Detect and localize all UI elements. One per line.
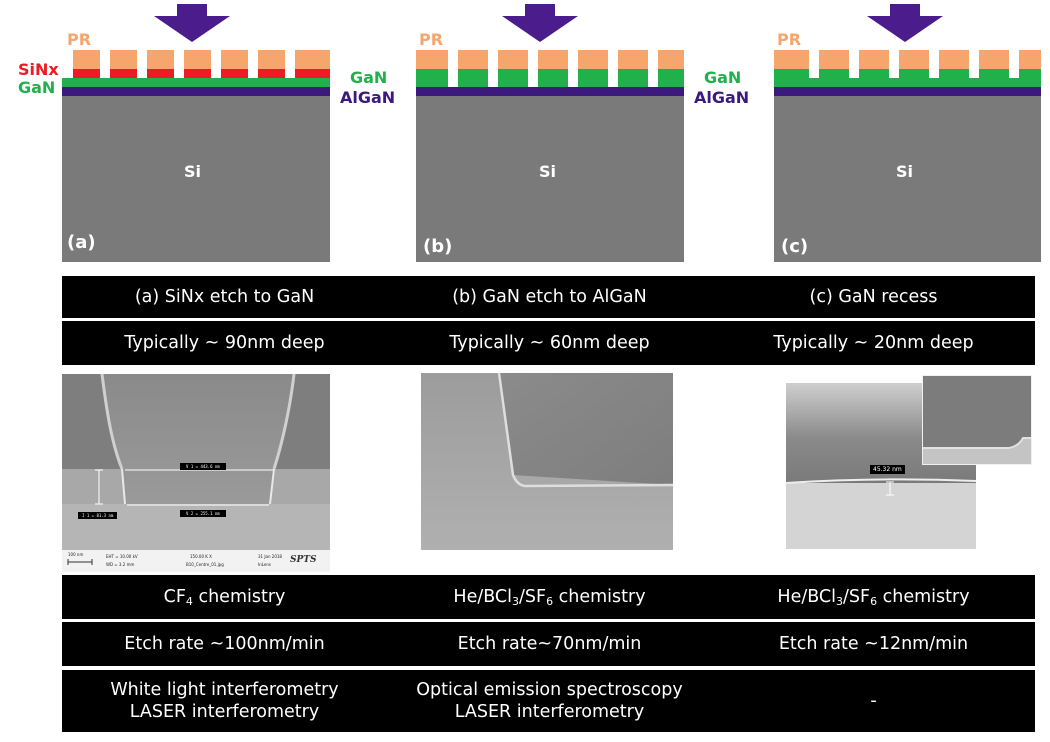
panel-letter-a: (a) — [67, 232, 96, 253]
sem-a-v2-label: V 2 = 255.1 nm — [180, 510, 226, 517]
gan-layer — [62, 78, 330, 87]
sem-a-detector: InLens — [258, 562, 271, 567]
gan-label: GaN — [18, 78, 56, 97]
algan-label: AlGaN — [694, 88, 750, 107]
pr-label: PR — [67, 30, 92, 49]
diagram-b-drawing — [416, 4, 684, 262]
sem-a-wd: WD = 3.2 mm — [106, 562, 135, 567]
algan-label: AlGaN — [340, 88, 396, 107]
sem-b-photo — [421, 373, 673, 550]
depth-b: Typically ~ 60nm deep — [449, 333, 650, 353]
down-arrow-icon — [502, 4, 578, 42]
gan-label: GaN — [704, 68, 742, 87]
depth-a: Typically ~ 90nm deep — [124, 333, 325, 353]
pr-label: PR — [777, 30, 802, 49]
down-arrow-icon — [154, 4, 230, 42]
panel-letter-b: (b) — [423, 236, 453, 257]
sem-a-scale: 100 nm — [68, 552, 84, 557]
chemistry-b: He/BCl3/SF6 chemistry — [387, 575, 712, 619]
depth-c: Typically ~ 20nm deep — [773, 333, 974, 353]
si-label: Si — [539, 162, 557, 181]
chemistry-a: CF4 chemistry — [62, 575, 387, 619]
sem-c-inset — [922, 375, 1032, 465]
sem-a-i1-label: I 1 = 81.3 nm — [78, 512, 118, 519]
pr-label: PR — [419, 30, 444, 49]
endpoint-a-line2: LASER interferometry — [129, 702, 320, 722]
spts-logo: SPTS — [290, 555, 317, 565]
diagram-a-drawing — [62, 4, 330, 262]
sem-image-c: 45.32 nm — [786, 383, 976, 549]
si-substrate — [62, 96, 330, 262]
endpoint-c: - — [870, 691, 877, 711]
si-substrate — [416, 96, 684, 262]
algan-layer — [416, 87, 684, 96]
chemistry-a-text: CF4 chemistry — [163, 587, 286, 608]
sem-image-a: V 1 = 443.6 nm V 2 = 255.1 nm I 1 = 81.3… — [62, 374, 330, 572]
etch-rate-row: Etch rate ~100nm/min Etch rate~70nm/min … — [62, 622, 1035, 666]
algan-layer — [62, 87, 330, 96]
sem-a-mag: 150.00 K X — [190, 554, 212, 559]
chemistry-c-text: He/BCl3/SF6 chemistry — [777, 587, 970, 608]
chemistry-row: CF4 chemistry He/BCl3/SF6 chemistry He/B… — [62, 575, 1035, 619]
depth-row: Typically ~ 90nm deep Typically ~ 60nm d… — [62, 321, 1035, 365]
endpoint-b-line1: Optical emission spectroscopy — [416, 680, 683, 700]
title-a: (a) SiNx etch to GaN — [134, 287, 315, 307]
title-b: (b) GaN etch to AlGaN — [452, 287, 647, 307]
gan-label: GaN — [350, 68, 388, 87]
down-arrow-icon — [867, 4, 943, 42]
sem-c-inset-photo — [923, 376, 1031, 464]
endpoint-a: White light interferometry LASER interfe… — [62, 670, 387, 732]
algan-layer — [774, 87, 1041, 96]
title-c: (c) GaN recess — [809, 287, 938, 307]
gan-base-layer — [774, 78, 1041, 87]
pr-gan-blocks — [774, 50, 1041, 78]
sem-a-eht: EHT = 10.00 kV — [106, 554, 138, 559]
si-substrate — [774, 96, 1041, 262]
chemistry-c: He/BCl3/SF6 chemistry — [712, 575, 1035, 619]
sem-a-date: 31 Jan 2018 — [258, 554, 282, 559]
endpoint-row: White light interferometry LASER interfe… — [62, 670, 1035, 732]
title-row: (a) SiNx etch to GaN (b) GaN etch to AlG… — [62, 276, 1035, 318]
diagram-c-drawing — [774, 4, 1041, 262]
sem-a-photo — [62, 374, 330, 572]
etch-rate-b: Etch rate~70nm/min — [457, 634, 642, 654]
si-label: Si — [184, 162, 202, 181]
sem-a-v1-label: V 1 = 443.6 nm — [180, 463, 226, 470]
panel-letter-c: (c) — [781, 236, 809, 257]
pr-sinx-blocks — [73, 50, 330, 78]
etch-rate-a: Etch rate ~100nm/min — [124, 634, 325, 654]
sem-image-b — [421, 373, 673, 550]
pr-gan-blocks — [416, 50, 684, 87]
sem-c-measure-label: 45.32 nm — [870, 465, 905, 474]
si-label: Si — [896, 162, 914, 181]
sem-a-file: B10_Centre_01.jpg — [186, 562, 224, 567]
endpoint-a-line1: White light interferometry — [110, 680, 339, 700]
endpoint-b-line2: LASER interferometry — [454, 702, 645, 722]
sinx-label: SiNx — [18, 60, 59, 79]
endpoint-b: Optical emission spectroscopy LASER inte… — [387, 670, 712, 732]
etch-rate-c: Etch rate ~12nm/min — [778, 634, 969, 654]
chemistry-b-text: He/BCl3/SF6 chemistry — [453, 587, 646, 608]
